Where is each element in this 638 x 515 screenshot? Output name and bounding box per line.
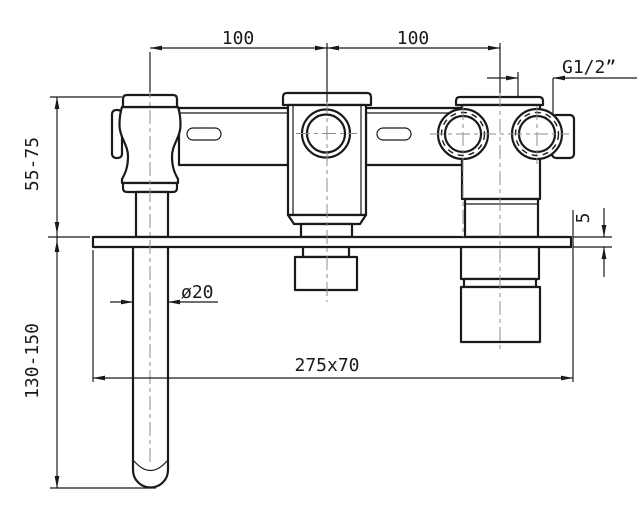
dim-spacing: 100 100 bbox=[149, 28, 501, 102]
aerator-arc bbox=[133, 460, 168, 472]
dimension-label-spout-drop: 130-150 bbox=[22, 323, 43, 399]
dimension-annotations: 100 100 G1/2” 55-75 130-150 bbox=[22, 28, 637, 489]
dim-thread: G1/2” bbox=[487, 57, 637, 116]
spout-tube bbox=[131, 244, 170, 489]
mounting-slot bbox=[376, 127, 412, 141]
dimension-label-spout-diameter: ø20 bbox=[181, 282, 214, 303]
dimension-label-spacing-right: 100 bbox=[397, 28, 430, 49]
handle-bottom-cap bbox=[121, 181, 179, 194]
dimension-label-spacing-left: 100 bbox=[222, 28, 255, 49]
left-valve-handle bbox=[110, 93, 182, 239]
dim-depth-range: 55-75 130-150 bbox=[22, 96, 156, 489]
dimension-label-plate-size: 275x70 bbox=[294, 355, 359, 376]
dimension-label-depth-range: 55-75 bbox=[22, 137, 43, 191]
mounting-slot bbox=[186, 127, 222, 141]
centerlines bbox=[149, 84, 569, 465]
faucet-assembly bbox=[91, 91, 576, 489]
dimension-label-thread: G1/2” bbox=[562, 57, 616, 78]
valve-stem bbox=[134, 190, 170, 239]
dim-spout-diameter: ø20 bbox=[110, 282, 218, 305]
manifold-bar-left bbox=[177, 106, 290, 167]
shower-outlet-block bbox=[293, 244, 359, 292]
handle-top-cap bbox=[121, 93, 179, 109]
dim-plate-size: 275x70 bbox=[92, 210, 574, 382]
wall-plate bbox=[91, 235, 573, 249]
dim-plate-thickness: 5 bbox=[573, 208, 612, 277]
dimension-label-plate-thickness: 5 bbox=[573, 213, 594, 224]
